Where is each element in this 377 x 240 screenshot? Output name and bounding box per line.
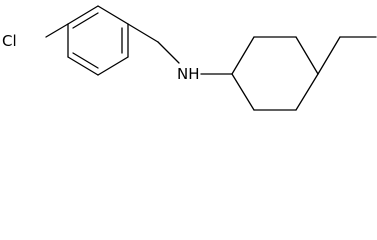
chlorine-label: Cl (2, 32, 17, 50)
methylene-nitrogen-bond (157, 41, 180, 64)
ring-bond (295, 36, 319, 75)
carbon-chlorine-bond (45, 23, 69, 38)
chemical-structure: Cl NH (2, 5, 377, 111)
ring-bond (231, 36, 255, 75)
ring-bond (67, 5, 99, 25)
ethyl-bond (317, 36, 341, 75)
ring-bond (97, 5, 129, 25)
ring-bond (231, 73, 255, 111)
aromatic-double-bond (72, 12, 99, 29)
ring-bond (67, 56, 99, 76)
chlorobenzene-ring (67, 5, 129, 76)
ring-bond (295, 73, 319, 111)
benzyl-bond (127, 23, 159, 43)
amine-label: NH (177, 65, 200, 83)
ring-bond (97, 56, 129, 76)
cyclohexane-ring (231, 36, 319, 111)
aromatic-double-bond (72, 52, 99, 69)
